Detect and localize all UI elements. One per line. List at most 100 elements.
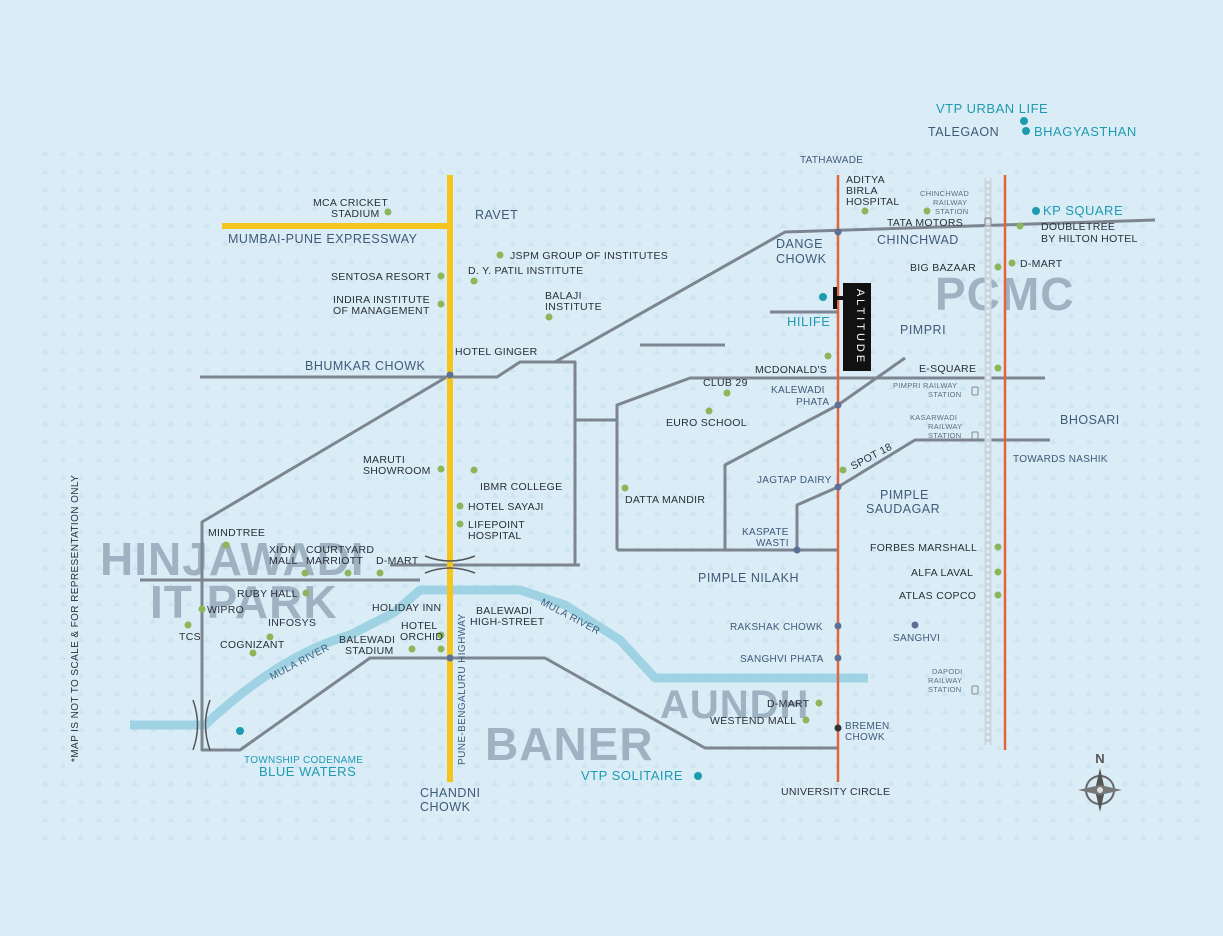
poi-label: BALEWADI [339, 634, 395, 646]
station-pimpri-1: PIMPRI RAILWAY [893, 381, 958, 390]
loc-jagtap-dairy: JAGTAP DAIRY [757, 475, 832, 486]
poi-label: HOTEL GINGER [455, 346, 538, 358]
poi-label: ATLAS COPCO [899, 590, 976, 602]
teal-labels: VTP URBAN LIFE BHAGYASTHAN KP SQUARE HIL… [244, 101, 1137, 783]
poi-label: COGNIZANT [220, 639, 285, 651]
station-chinchwad-3: STATION [935, 207, 969, 216]
poi-label: HOSPITAL [846, 196, 900, 208]
region-baner: BANER [485, 718, 654, 770]
poi-labels: MCA CRICKET STADIUM SENTOSA RESORT INDIR… [179, 174, 1138, 727]
poi-label: BALEWADI [476, 605, 532, 617]
region-hinjawadi: HINJAWADI [100, 533, 365, 585]
poi-label: MCA CRICKET [313, 197, 388, 209]
poi-label: HOTEL SAYAJI [468, 501, 544, 513]
poi-label: BIG BAZAAR [910, 262, 976, 274]
loc-bremen-chowk: CHOWK [845, 732, 885, 743]
poi-label: HIGH-STREET [470, 616, 545, 628]
poi-label: XION [269, 544, 296, 556]
poi-label: D. Y. PATIL INSTITUTE [468, 265, 583, 277]
station-labels: CHINCHWAD RAILWAY STATION PIMPRI RAILWAY… [893, 189, 969, 694]
loc-kalewadi: KALEWADI [771, 385, 825, 396]
region-aundh: AUNDH [660, 683, 809, 727]
station-icons [971, 217, 992, 695]
station-pimpri-2: STATION [928, 390, 962, 399]
poi-label: LIFEPOINT [468, 519, 525, 531]
poi-label: JSPM GROUP OF INSTITUTES [510, 250, 668, 262]
location-labels: RAVET BHUMKAR CHOWK DANGE CHOWK CHINCHWA… [305, 125, 1120, 814]
poi-label: COURTYARD [306, 544, 374, 556]
loc-dange: DANGE [776, 237, 823, 251]
poi-label: CLUB 29 [703, 377, 748, 389]
poi-label: D-MART [1020, 258, 1063, 270]
poi-label: BY HILTON HOTEL [1041, 233, 1138, 245]
poi-label: D-MART [376, 555, 419, 567]
loc-sanghvi-phata: SANGHVI PHATA [740, 654, 824, 665]
station-dapodi-2: RAILWAY [928, 676, 962, 685]
poi-label: DATTA MANDIR [625, 494, 705, 506]
loc-pimple-saudagar: SAUDAGAR [866, 502, 940, 516]
poi-label: INSTITUTE [545, 301, 602, 313]
loc-sanghvi: SANGHVI [893, 633, 940, 644]
teal-hilife: HILIFE [787, 314, 830, 329]
poi-label: HOTEL [401, 620, 438, 632]
loc-dange-chowk: CHOWK [776, 252, 827, 266]
poi-label: BALAJI [545, 290, 582, 302]
loc-kaspate-wasti: WASTI [756, 538, 789, 549]
poi-label: ORCHID [400, 631, 443, 643]
loc-towards-nashik: TOWARDS NASHIK [1013, 454, 1108, 465]
poi-label: MALL [269, 555, 298, 567]
junction-dots [446, 228, 919, 662]
teal-blue-waters: BLUE WATERS [259, 764, 356, 779]
poi-label: IBMR COLLEGE [480, 481, 562, 493]
poi-label: BIRLA [846, 185, 878, 197]
teal-vtp-solitaire: VTP SOLITAIRE [581, 768, 683, 783]
loc-pimpri: PIMPRI [900, 323, 946, 337]
teal-dots [236, 117, 1040, 780]
loc-chandni-chowk: CHOWK [420, 800, 471, 814]
poi-label: TATA MOTORS [887, 217, 963, 229]
loc-bremen: BREMEN [845, 721, 890, 732]
poi-label: WIPRO [207, 604, 244, 616]
region-it-park: IT PARK [150, 576, 338, 628]
project-name: ALTITUDE [854, 289, 866, 365]
teal-bhagyasthan: BHAGYASTHAN [1034, 124, 1137, 139]
loc-tathawade: TATHAWADE [800, 155, 863, 166]
poi-label: ALFA LAVAL [911, 567, 973, 579]
station-chinchwad-2: RAILWAY [933, 198, 967, 207]
poi-label: SENTOSA RESORT [331, 271, 431, 283]
loc-university-circle: UNIVERSITY CIRCLE [781, 786, 890, 798]
poi-label: ADITYA [846, 174, 885, 186]
poi-label: MARRIOTT [306, 555, 364, 567]
road-label-expressway: MUMBAI-PUNE EXPRESSWAY [228, 232, 418, 246]
poi-label: D-MART [767, 698, 810, 710]
teal-township-codename: TOWNSHIP CODENAME [244, 755, 363, 766]
altitude-marker[interactable]: ALTITUDE [833, 283, 871, 371]
bremen-chowk-dot [834, 724, 842, 732]
poi-label: MARUTI [363, 454, 405, 466]
poi-label: E-SQUARE [919, 363, 976, 375]
poi-label: RUBY HALL [237, 588, 298, 600]
loc-ravet: RAVET [475, 208, 518, 222]
poi-label: HOSPITAL [468, 530, 522, 542]
station-dapodi-1: DAPODI [932, 667, 963, 676]
poi-label: FORBES MARSHALL [870, 542, 977, 554]
teal-vtp-urban-life: VTP URBAN LIFE [936, 101, 1048, 116]
compass-north-label: N [1095, 751, 1104, 766]
station-chinchwad-1: CHINCHWAD [920, 189, 969, 198]
poi-label: SHOWROOM [363, 465, 431, 477]
highways [222, 175, 453, 782]
loc-pimple-nilakh: PIMPLE NILAKH [698, 571, 799, 585]
poi-label: HOLIDAY INN [372, 602, 441, 614]
poi-label: STADIUM [345, 645, 394, 657]
loc-pimple: PIMPLE [880, 488, 929, 502]
mula-river [130, 585, 868, 730]
station-dapodi-3: STATION [928, 685, 962, 694]
poi-label: OF MANAGEMENT [333, 305, 430, 317]
disclaimer-text: *MAP IS NOT TO SCALE & FOR REPRESENTATIO… [70, 475, 81, 762]
road-label-highway: PUNE-BENGALURU HIGHWAY [457, 613, 468, 765]
station-kasarwadi-1: KASARWADI [910, 413, 957, 422]
loc-bhosari: BHOSARI [1060, 413, 1120, 427]
station-kasarwadi-3: STATION [928, 431, 962, 440]
poi-label: MINDTREE [208, 527, 265, 539]
poi-label: INFOSYS [268, 617, 316, 629]
